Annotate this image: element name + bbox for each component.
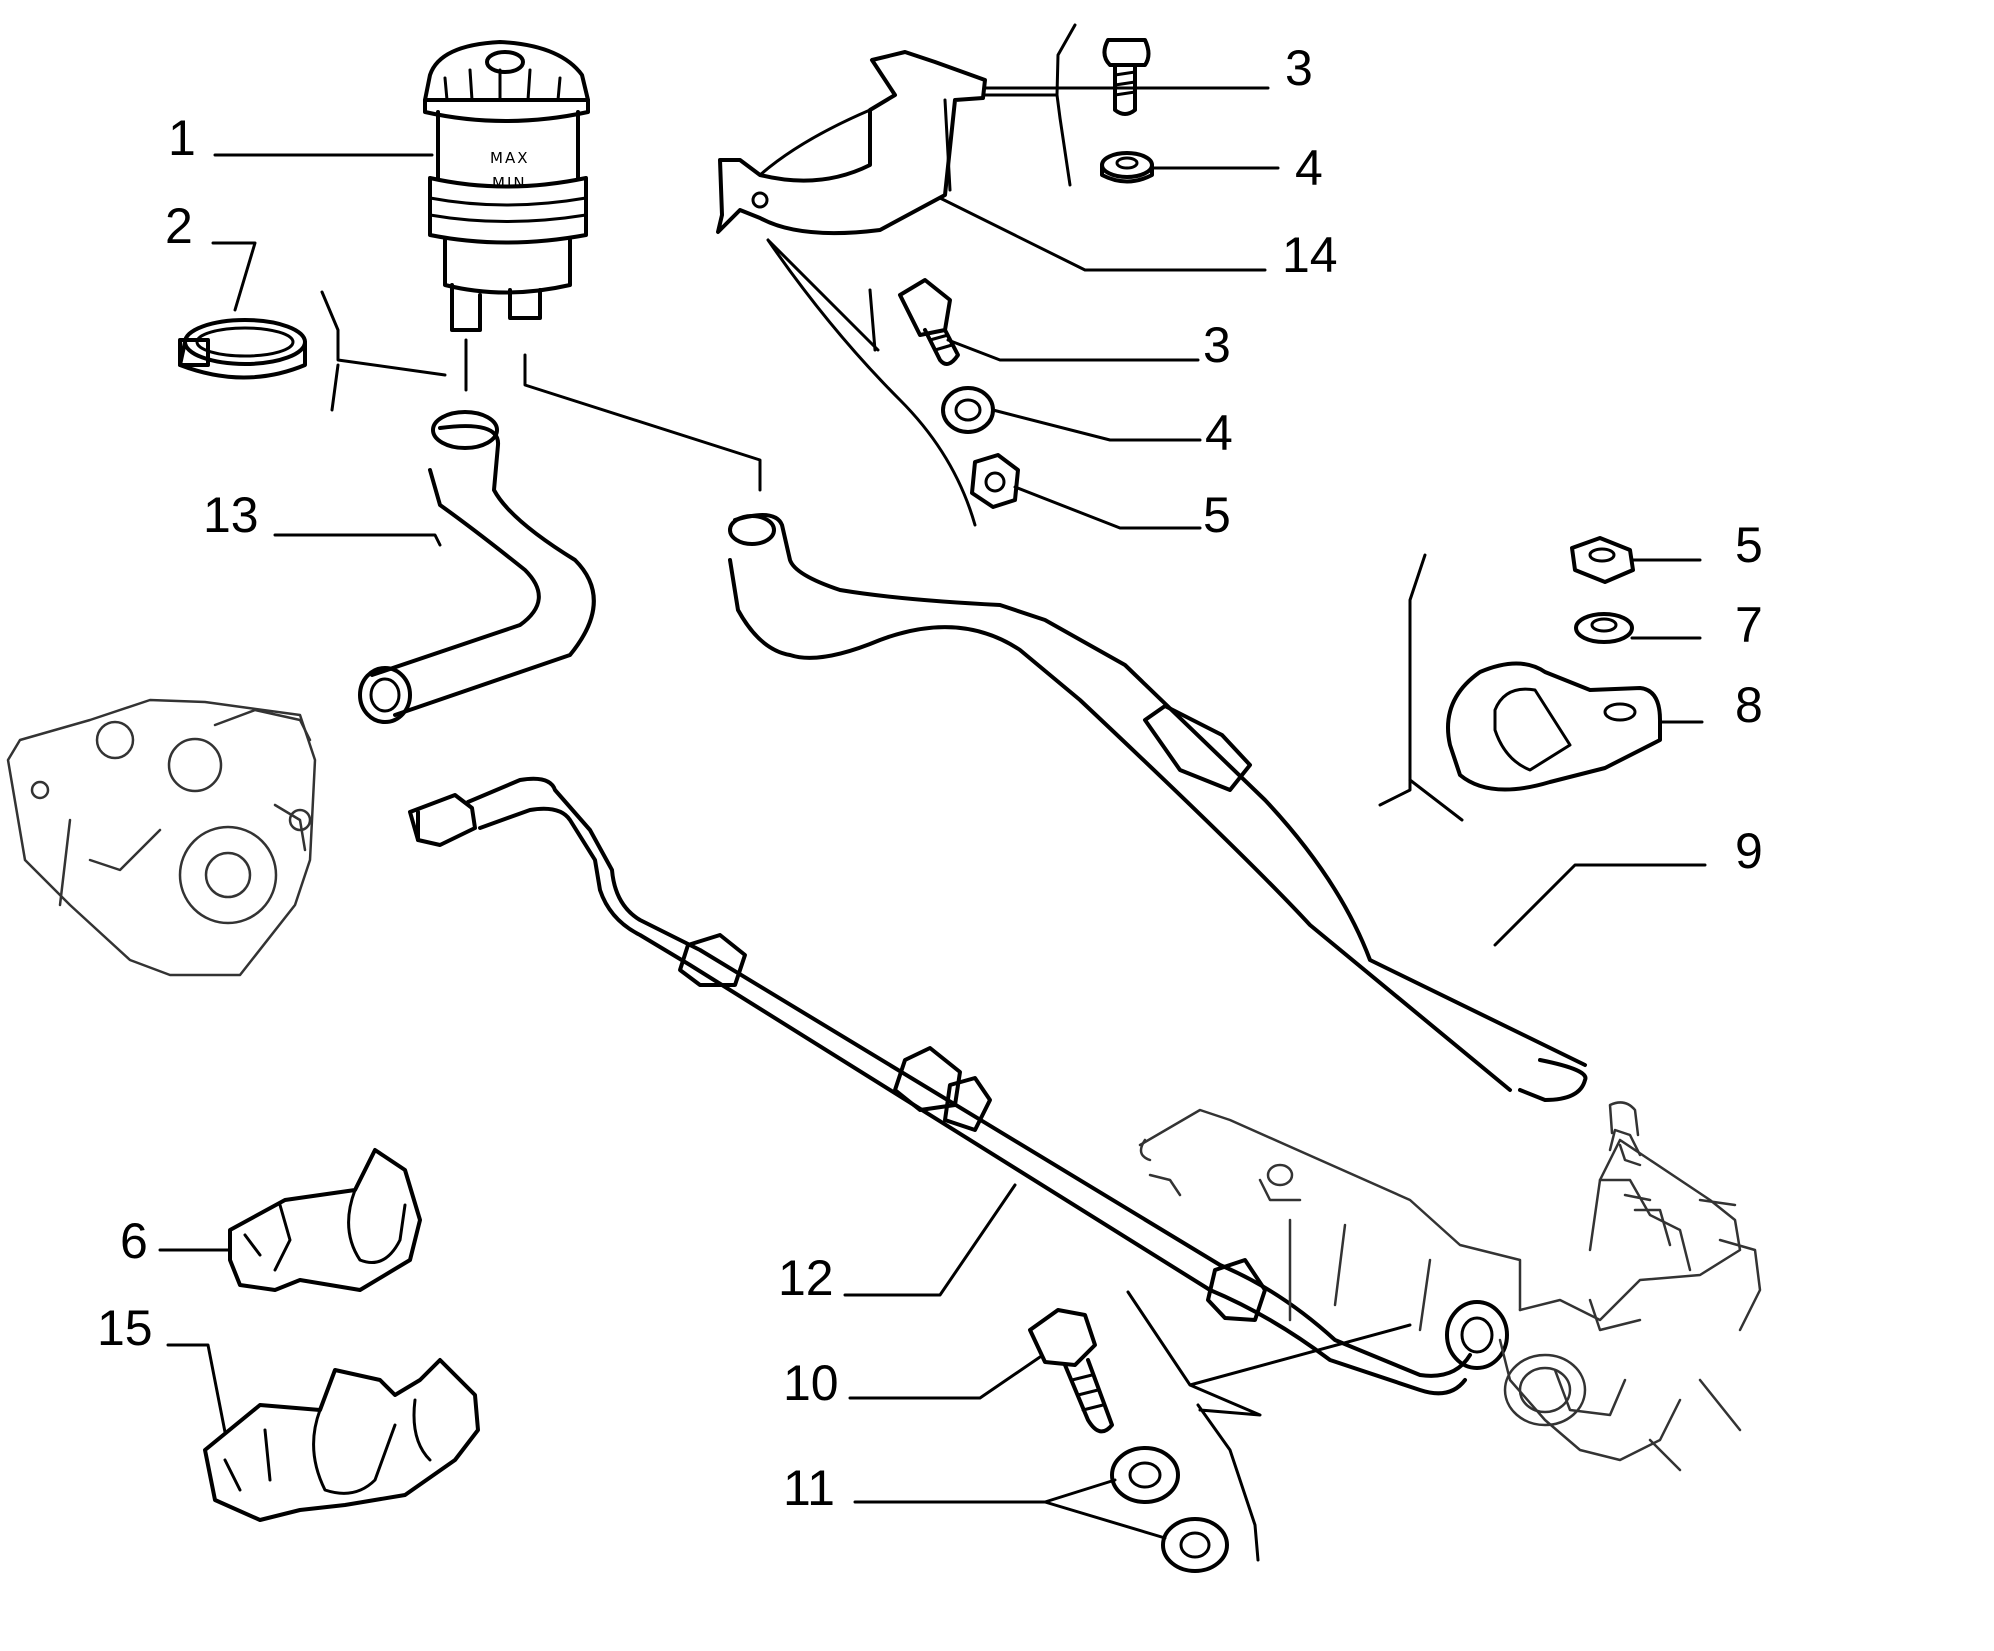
bolt-3-lower xyxy=(898,278,960,366)
leader-lines xyxy=(158,86,1707,1540)
callout-labels: 1 2 3 4 14 3 4 5 13 5 7 8 9 6 15 12 10 1… xyxy=(97,40,1763,1516)
reservoir-bracket xyxy=(716,50,987,236)
callout-7: 7 xyxy=(1735,597,1763,653)
banjo-group-bracket xyxy=(1126,1290,1412,1562)
fastener-group-bracket-upper xyxy=(983,23,1077,187)
hose-clamp xyxy=(178,318,307,380)
callout-3-lower: 3 xyxy=(1203,317,1231,373)
washer-4-lower xyxy=(941,386,995,434)
callout-2: 2 xyxy=(165,198,193,254)
sealing-washer-lower xyxy=(1161,1517,1229,1573)
callout-11: 11 xyxy=(783,1460,835,1516)
supply-hose xyxy=(728,513,1588,1102)
washer-4-upper xyxy=(1100,151,1154,184)
callout-9: 9 xyxy=(1735,823,1763,879)
reservoir-max-mark: MAX xyxy=(490,149,529,167)
steering-pump xyxy=(6,698,317,977)
nut-5-lower xyxy=(970,453,1020,509)
fluid-reservoir: MAX MIN xyxy=(423,40,590,332)
callout-4-lower: 4 xyxy=(1205,405,1233,461)
hose-clip-8 xyxy=(1446,661,1662,792)
callout-14: 14 xyxy=(1282,227,1338,283)
callout-4-upper: 4 xyxy=(1295,140,1323,196)
callout-6: 6 xyxy=(120,1213,148,1269)
hose-clip-15 xyxy=(203,1358,480,1522)
return-hose xyxy=(358,410,596,724)
nut-5-right xyxy=(1570,536,1635,584)
pressure-line xyxy=(408,776,1509,1396)
reservoir-connector-line xyxy=(464,338,762,492)
washer-7 xyxy=(1574,612,1634,644)
fastener-group-bracket-lower xyxy=(766,238,977,527)
callout-10: 10 xyxy=(783,1355,839,1411)
clip-group-bracket xyxy=(1378,553,1464,822)
callout-13: 13 xyxy=(203,487,259,543)
callout-5-right: 5 xyxy=(1735,517,1763,573)
callout-3-upper: 3 xyxy=(1285,40,1313,96)
hose-clip-6 xyxy=(228,1148,422,1292)
clamp-group-bracket xyxy=(320,290,447,412)
callout-1: 1 xyxy=(168,110,196,166)
steering-rack xyxy=(1138,1101,1762,1472)
bolt-3-upper xyxy=(1102,38,1151,116)
callout-5-lower: 5 xyxy=(1203,487,1231,543)
callout-8: 8 xyxy=(1735,677,1763,733)
callout-12: 12 xyxy=(778,1250,834,1306)
banjo-bolt xyxy=(1028,1308,1114,1434)
reservoir-min-mark: MIN xyxy=(492,174,527,192)
sealing-washer-upper xyxy=(1110,1446,1180,1504)
callout-15: 15 xyxy=(97,1300,153,1356)
